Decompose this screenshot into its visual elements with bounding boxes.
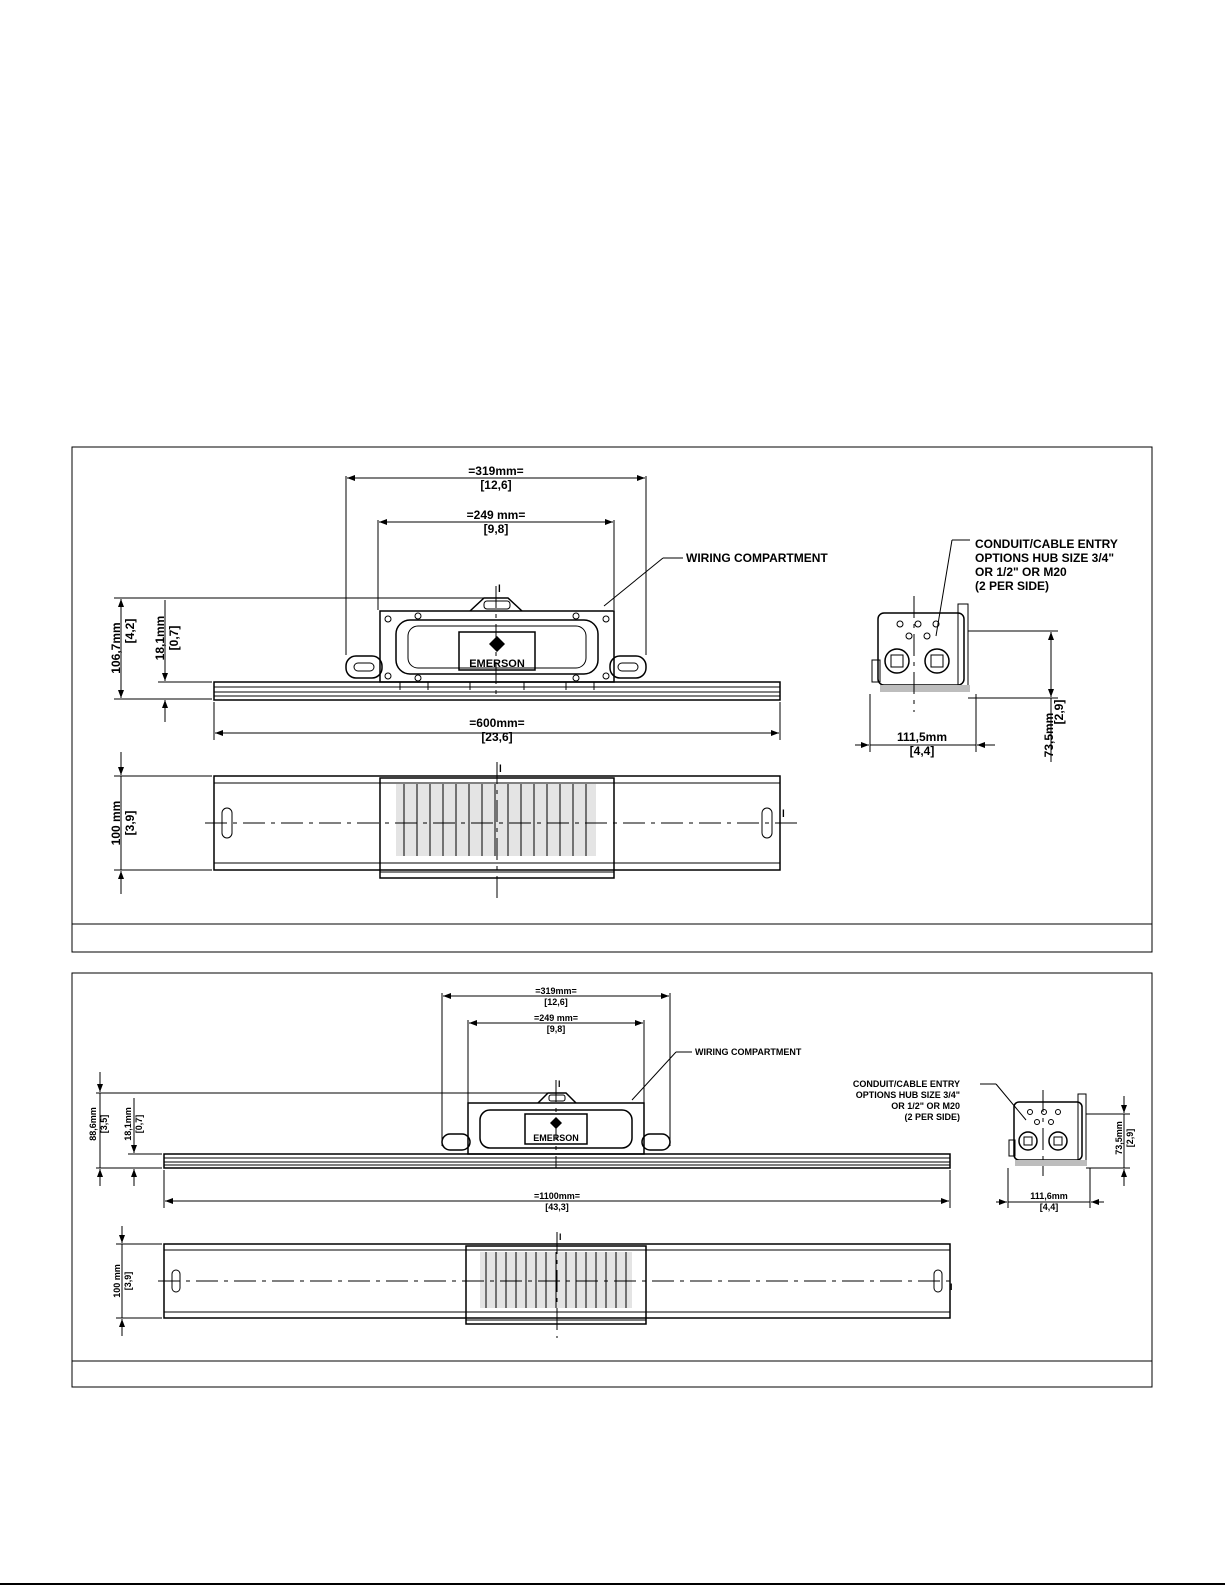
emerson-logo-text-1: EMERSON (469, 658, 525, 670)
dim-88-6-mm: 88,6mm (88, 1107, 98, 1141)
dim-18-1-mm: 18,1mm (153, 616, 167, 661)
wiring-compartment-label: WIRING COMPARTMENT (686, 551, 828, 565)
enclosure-top-view-1: l l (205, 762, 800, 898)
conduit-note-line4: (2 PER SIDE) (975, 579, 1049, 593)
conduit-hub-1b (924, 648, 950, 674)
centerline-mark-1c: l (782, 809, 785, 820)
dim-106-7-mm: 106,7mm (109, 622, 123, 673)
bolts-front-1 (384, 612, 610, 682)
dim-88-6: 88,6mm [3,5] (88, 1072, 548, 1186)
centerline-mark-1b: l (499, 764, 502, 775)
dim-100-panel1: 100 mm [3,9] (109, 752, 212, 894)
emerson-logo-icon (489, 636, 505, 652)
panel-2-frame (71, 972, 1153, 1388)
enclosure-top-view-2: l l (158, 1232, 956, 1338)
dim-249-panel2: =249 mm= [9,8] (467, 1013, 645, 1104)
conduit-hub-2a (1018, 1131, 1038, 1151)
enclosure-side-view-2: CONDUIT/CABLE ENTRY OPTIONS HUB SIZE 3/4… (853, 1079, 1135, 1212)
conduit-note2-line4: (2 PER SIDE) (904, 1112, 960, 1122)
wiring-leader-1 (603, 557, 664, 607)
dim-1100-in: [43,3] (545, 1202, 569, 1212)
conduit-hub-1a (884, 648, 910, 674)
enclosure-front-view-2: EMERSON l (163, 1079, 951, 1169)
dim-18-1-panel2: 18,1mm [0,7] (123, 1098, 162, 1186)
dim-18-1-mm-2: 18,1mm (123, 1107, 133, 1141)
centerline-mark-2b: l (559, 1232, 562, 1242)
conduit-note2-line2: OPTIONS HUB SIZE 3/4" (856, 1090, 960, 1100)
emerson-logo-plate-2 (524, 1113, 588, 1145)
dim-100-mm: 100 mm (109, 801, 123, 846)
conduit-hub-2b (1048, 1131, 1068, 1151)
dim-600-in: [23,6] (481, 730, 512, 744)
dim-18-1-in: [0,7] (167, 626, 181, 651)
centerline-mark-2c: l (950, 1282, 953, 1292)
page-bottom-rule (0, 1583, 1225, 1585)
dim-600: =600mm= [23,6] (213, 702, 781, 744)
dim-18-1-panel1: 18,1mm [0,7] (153, 600, 212, 722)
dim-111-6-mm: 111,6mm (1030, 1191, 1068, 1201)
dim-1100-mm: =1100mm= (534, 1191, 580, 1201)
dim-319-panel2: =319mm= [12,6] (441, 986, 671, 1146)
dim-100-mm-2: 100 mm (112, 1264, 122, 1298)
conduit-note2-line3: OR 1/2" OR M20 (891, 1101, 960, 1111)
enclosure-side-view-1: CONDUIT/CABLE ENTRY OPTIONS HUB SIZE 3/4… (855, 537, 1118, 762)
dim-100-panel2: 100 mm [3,9] (112, 1226, 162, 1336)
dim-73-5-in-2: [2,9] (1125, 1129, 1135, 1148)
dim-1100: =1100mm= [43,3] (163, 1170, 951, 1212)
dim-106-7: 106,7mm [4,2] (109, 597, 484, 700)
dim-319-panel1: =319mm= [12,6] (345, 464, 647, 655)
dim-18-1-in-2: [0,7] (134, 1115, 144, 1134)
dim-249-panel1: =249 mm= [9,8] (377, 508, 615, 610)
dim-100-in-2: [3,9] (123, 1272, 133, 1291)
dim-100-in: [3,9] (123, 811, 137, 836)
dim-106-7-in: [4,2] (123, 619, 137, 644)
dim-249-in-2: [9,8] (547, 1024, 566, 1034)
panel-1-frame (71, 446, 1153, 953)
dim-319-in: [12,6] (480, 478, 511, 492)
dim-88-6-in: [3,5] (99, 1115, 109, 1134)
dim-249-in: [9,8] (484, 522, 509, 536)
terminal-block-2 (480, 1252, 632, 1308)
panel-2: =319mm= [12,6] =249 mm= [9,8] WIRING COM… (71, 972, 1153, 1388)
dim-73-5-in: [2,9] (1052, 700, 1066, 725)
dim-73-5-mm: 73,5mm (1042, 713, 1056, 758)
centerline-mark-2a: l (558, 1079, 561, 1089)
dim-600-mm: =600mm= (469, 716, 524, 730)
conduit-note-line2: OPTIONS HUB SIZE 3/4" (975, 551, 1114, 565)
emerson-logo-plate (458, 631, 536, 671)
terminal-block-1 (396, 784, 596, 856)
dim-319-in-2: [12,6] (544, 997, 568, 1007)
dim-319-mm: =319mm= (468, 464, 523, 478)
dim-249-mm-2: =249 mm= (534, 1013, 578, 1023)
dim-111-5-in: [4,4] (910, 744, 935, 758)
conduit-note2-line1: CONDUIT/CABLE ENTRY (853, 1079, 960, 1089)
dim-249-mm: =249 mm= (467, 508, 526, 522)
enclosure-front-view-1: EMERSON l (213, 584, 781, 701)
dim-111-6-in: [4,4] (1040, 1202, 1059, 1212)
dim-111-5-mm: 111,5mm (897, 730, 947, 744)
wiring-compartment-label-2: WIRING COMPARTMENT (695, 1047, 802, 1057)
conduit-note-line3: OR 1/2" OR M20 (975, 565, 1067, 579)
dim-73-5-mm-2: 73,5mm (1114, 1121, 1124, 1155)
centerline-mark-1a: l (498, 584, 501, 595)
panel-1: =319mm= [12,6] =249 mm= [9,8] WIRING COM… (71, 446, 1153, 953)
dim-319-mm-2: =319mm= (535, 986, 577, 996)
conduit-note-line1: CONDUIT/CABLE ENTRY (975, 537, 1118, 551)
